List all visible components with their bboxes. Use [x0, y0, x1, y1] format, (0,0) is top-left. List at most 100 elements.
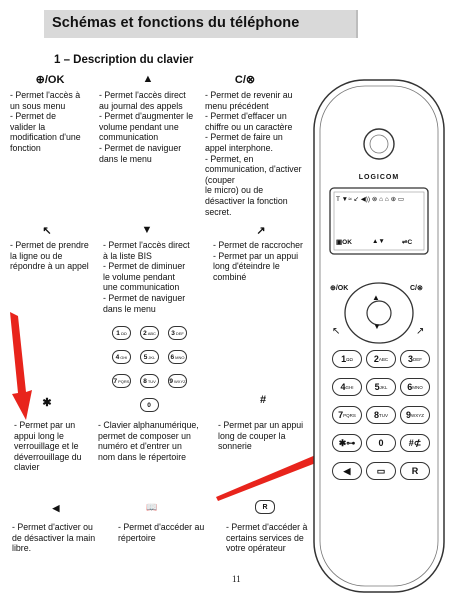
description-line: la ligne ou de: [10, 250, 63, 261]
description-line: un sous menu: [10, 100, 66, 111]
down-key-symbol: ▼: [141, 224, 153, 236]
description-line: fonction: [10, 142, 41, 153]
description-line: volume pendant une: [99, 121, 179, 132]
description-line: permet de composer un: [98, 430, 191, 441]
phone-key-10: ✱⊶: [332, 434, 362, 452]
page-header: Schémas et fonctions du téléphone: [44, 10, 358, 38]
phone-screen-status: T ▼≈ ↙ ◀)) ⊗ ⌂ ⌂ ⊕ ▭: [336, 196, 404, 203]
description-line: - Permet d'effacer un: [205, 111, 287, 122]
description-line: - Permet d'augmenter le: [99, 111, 194, 122]
description-line: - Permet de naviguer: [99, 142, 182, 153]
description-line: à la liste BIS: [103, 250, 152, 261]
description-line: clavier: [14, 462, 40, 473]
phone-brand: LOGICOM: [358, 174, 400, 181]
star-key-symbol: ✱: [42, 397, 52, 409]
section-title: 1 – Description du clavier: [54, 54, 194, 66]
description-line: long de couper la: [218, 430, 286, 441]
description-line: communication: [99, 132, 159, 143]
description-line: - Permet de raccrocher: [213, 240, 303, 250]
phone-down-icon: ▼: [373, 322, 381, 331]
description-line: nom dans le répertoire: [98, 451, 187, 462]
alpha-key-description: - Clavier alphanumérique,permet de compo…: [98, 420, 218, 462]
phone-talk-icon: ↖: [332, 326, 341, 337]
hash-key-symbol: #: [259, 394, 267, 406]
description-line: déverrouillage du: [14, 451, 82, 462]
description-line: (couper: [205, 174, 235, 185]
phone-hangup-icon: ↗: [416, 326, 425, 337]
c-key-symbol: C/⊗: [234, 74, 256, 86]
description-line: numéro et d'entrer un: [98, 441, 182, 452]
r-key-symbol: R: [255, 500, 275, 514]
description-line: - Permet de naviguer: [103, 292, 186, 303]
phone-soft-left: ⊕/OK: [330, 285, 349, 292]
description-line: le micro) ou de: [205, 185, 264, 196]
phone-key-12: #⊄: [400, 434, 430, 452]
hangup-key-symbol: ↗: [256, 225, 266, 237]
phone-screen-mid: ▲▼: [372, 238, 385, 245]
keypad-key-0: 0: [140, 398, 159, 412]
description-line: menu précédent: [205, 100, 269, 111]
speaker-key-symbol: ◀: [52, 503, 60, 513]
description-line: - Permet de prendre: [10, 240, 89, 250]
description-line: appel interphone.: [205, 142, 273, 153]
phone-up-icon: ▲: [372, 293, 380, 302]
phone-key-15: R: [400, 462, 430, 480]
description-line: certains services de: [226, 532, 304, 543]
description-line: - Permet d'accéder au: [118, 522, 205, 532]
description-line: - Permet de diminuer: [103, 261, 186, 272]
page-title: Schémas et fonctions du téléphone: [52, 15, 300, 31]
description-line: - Clavier alphanumérique,: [98, 420, 199, 430]
description-line: dans le menu: [103, 303, 156, 314]
hangup-key-description: - Permet de raccrocher- Permet par un ap…: [213, 240, 318, 282]
description-line: - Permet d'activer ou: [12, 522, 93, 532]
arrow-left: [10, 312, 32, 420]
description-line: - Permet l'accès direct: [103, 240, 190, 250]
description-line: - Permet par un appui: [213, 250, 299, 261]
description-line: - Permet l'accès à: [10, 90, 81, 100]
description-line: verrouillage et le: [14, 441, 79, 452]
phone-screen-right: ⇌C: [402, 239, 413, 246]
description-line: - Permet, en: [205, 153, 254, 164]
phone-key-13: ◀: [332, 462, 362, 480]
up-key-symbol: ▲: [142, 73, 154, 85]
description-line: - Permet d'accéder à: [226, 522, 308, 532]
description-line: une communication: [103, 282, 180, 293]
description-line: communication, d'activer: [205, 164, 302, 175]
description-line: chiffre ou un caractère: [205, 121, 293, 132]
description-line: - Permet de revenir au: [205, 90, 293, 100]
phone-key-11: 0: [366, 434, 396, 452]
description-line: combiné: [213, 271, 247, 282]
description-line: dans le menu: [99, 153, 152, 164]
description-line: - Permet de faire un: [205, 132, 283, 143]
description-line: modification d'une: [10, 132, 81, 143]
description-line: secret.: [205, 206, 232, 217]
description-line: désactiver la fonction: [205, 195, 288, 206]
description-line: - Permet de: [10, 111, 56, 122]
phone-key-14: ▭: [366, 462, 396, 480]
phone-screen-left: ▣OK: [336, 239, 352, 246]
description-line: - Permet par un appui: [218, 420, 304, 430]
phone-illustration: LOGICOM T ▼≈ ↙ ◀)) ⊗ ⌂ ⌂ ⊕ ▭ ▣OK ▲▼ ⇌C ⊕…: [312, 78, 446, 594]
